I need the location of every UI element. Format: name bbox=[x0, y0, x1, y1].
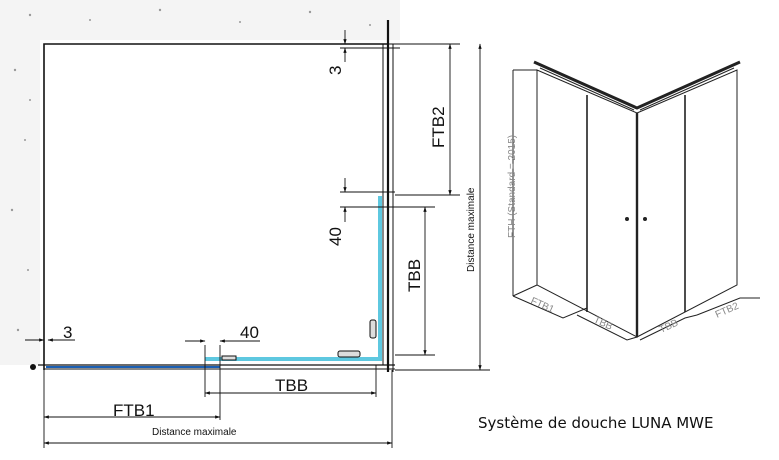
dim-tbb-horizontal: TBB bbox=[275, 376, 308, 395]
iso-ftb2: FTB2 bbox=[714, 301, 741, 321]
door-handles bbox=[221, 319, 377, 361]
dim-40-horizontal: 40 bbox=[240, 323, 259, 342]
dim-tbb-vertical: TBB bbox=[405, 259, 424, 292]
iso-ftb1: FTB1 bbox=[529, 296, 556, 316]
iso-height-label: FTH (Standard = 2015) bbox=[507, 135, 518, 238]
dim-gap-left: 3 bbox=[63, 323, 72, 342]
handle-left-icon bbox=[625, 217, 629, 221]
sliding-glass-doors bbox=[205, 196, 382, 361]
enclosure-outline bbox=[38, 20, 395, 372]
dim-distance-vertical: Distance maximale bbox=[466, 187, 477, 272]
isometric-view bbox=[512, 60, 760, 341]
dim-gap-top: 3 bbox=[326, 66, 345, 75]
wall-hatching bbox=[0, 0, 400, 365]
dim-ftb1: FTB1 bbox=[113, 401, 155, 420]
caption: Système de douche LUNA MWE bbox=[478, 414, 714, 432]
dim-distance-horizontal: Distance maximale bbox=[152, 427, 237, 438]
dim-40-vertical: 40 bbox=[326, 227, 345, 246]
dim-ftb2: FTB2 bbox=[429, 106, 448, 148]
handle-right-icon bbox=[643, 217, 647, 221]
wall-anchor bbox=[30, 364, 36, 370]
